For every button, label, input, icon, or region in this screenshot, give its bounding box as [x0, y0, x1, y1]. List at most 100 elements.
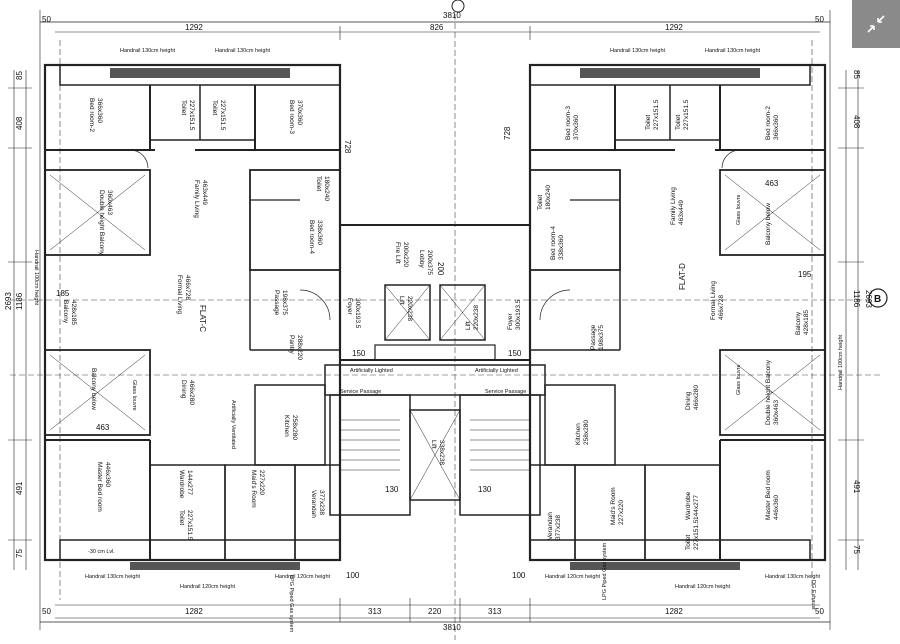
- service-passage-left: Service Passage: [340, 389, 381, 395]
- left-dim-75: 75: [15, 549, 24, 558]
- room-toilet2-right: Toilet: [645, 115, 652, 130]
- center-gap-dim: 826: [430, 23, 444, 32]
- flat-c-label: FLAT-C: [198, 305, 207, 332]
- dim-728-right: 728: [503, 126, 512, 140]
- handrail-bottom-right-3: Handrail 130cm height: [765, 574, 821, 580]
- room-fire-lift-size: 200x220: [402, 242, 409, 267]
- upper-left-wing-dim: 1292: [185, 23, 203, 32]
- right-dim-1186: 1186: [852, 290, 861, 308]
- room-double-height-size-left: 360x463: [106, 190, 113, 215]
- left-top-end-dim: 50: [42, 15, 51, 24]
- room-dining-right: Dining: [685, 391, 692, 410]
- glass-louvre-right-bottom: Glass louvre: [736, 364, 742, 395]
- overall-width-top: 3810: [443, 11, 461, 20]
- left-dim-1186: 1186: [15, 292, 24, 310]
- room-master-size-right: 446x360: [773, 495, 780, 520]
- dim-150-right: 150: [508, 349, 522, 358]
- room-foyer-size-left: 300x193.5: [354, 298, 361, 329]
- right-end-dim: 50: [815, 607, 824, 616]
- room-passage-left: Passage: [273, 290, 280, 316]
- room-toilet-m-size-left: 227x151.5: [186, 510, 193, 541]
- room-toilet2-left: Toilet: [211, 100, 218, 115]
- room-toilet-m-right: Toilet: [685, 535, 692, 550]
- north-marker-icon: [451, 0, 465, 13]
- glass-louvre-right-top: Glass louvre: [736, 194, 742, 225]
- artificially-ventilated-label: Artificially Ventilated: [230, 400, 236, 449]
- left-dim-491: 491: [15, 481, 24, 495]
- room-verandah-size-left: 377x238: [318, 490, 325, 515]
- room-bed4-left: Bed room-4: [308, 220, 315, 254]
- handrail-top-left-1: Handrail 130cm height: [120, 48, 176, 54]
- room-bed4-right: Bed room-4: [550, 226, 557, 260]
- room-pantry-left: Pantry: [288, 335, 295, 355]
- handrail-bottom-right-1: Handrail 120cm height: [545, 574, 601, 580]
- room-stair-lift-size: 338x238: [438, 440, 445, 465]
- room-balcony-left: Balcony: [62, 300, 69, 324]
- service-passage-right: Service Passage: [485, 389, 526, 395]
- room-wardrobe-size-right: 144x277: [693, 495, 700, 520]
- room-foyer-right: Foyer: [507, 313, 514, 330]
- room-family-size-left: 463x449: [201, 180, 208, 205]
- right-dim-75: 75: [852, 545, 861, 554]
- left-dim-2693: 2693: [4, 292, 13, 310]
- room-toilet-right: Toilet: [675, 115, 682, 130]
- room-lift-a: Lift: [398, 296, 405, 305]
- handrail-bottom-left-2: Handrail 120cm height: [180, 584, 236, 590]
- room-maid-left: Maid's Room: [250, 470, 257, 508]
- room-double-height-left: Double height Balcony: [98, 190, 105, 256]
- grid-marker-icon: [868, 288, 888, 308]
- dg-exhaust-label: DG Exhaust: [810, 580, 816, 610]
- room-bed2-left: Bed room-2: [88, 98, 95, 132]
- handrail-top-right-1: Handrail 130cm height: [610, 48, 666, 54]
- room-bed4-size-left: 338x360: [316, 220, 323, 245]
- room-wardrobe-right: Wardrobe: [685, 491, 692, 520]
- room-balcony-size-right: 428x185: [803, 310, 810, 335]
- room-toilet2-size-left: 227x151.5: [219, 100, 226, 131]
- room-maid-right: Maid's Room: [610, 487, 617, 525]
- room-passage-size-right: 198x375: [598, 325, 605, 350]
- artificially-lighted-right: Artificially Lighted: [475, 368, 518, 374]
- right-top-end-dim: 50: [815, 15, 824, 24]
- room-toilet-size-left: 227x151.5: [188, 100, 195, 131]
- left-dim-85: 85: [15, 71, 24, 80]
- right-dim-491: 491: [852, 480, 861, 494]
- lower-mid-center-dim: 220: [428, 607, 442, 616]
- room-double-height-right: Double height Balcony: [765, 359, 772, 425]
- room-double-height-size-right: 360x463: [773, 400, 780, 425]
- room-wardrobe-size-left: 144x277: [186, 470, 193, 495]
- overall-width-bottom: 3810: [443, 623, 461, 632]
- left-end-dim: 50: [42, 607, 51, 616]
- room-family-size-right: 463x449: [678, 200, 685, 225]
- room-formal-left: Formal Living: [176, 275, 183, 314]
- room-toilet-left: Toilet: [180, 100, 187, 115]
- collapse-arrows-icon: [867, 15, 885, 33]
- room-balcony-below-right: Balcony below: [765, 203, 772, 245]
- dim-100-right: 100: [512, 571, 526, 580]
- room-bed2-size-left: 366x360: [96, 98, 103, 123]
- room-balcony-right: Balcony: [795, 311, 802, 335]
- room-master-right: Master Bed room: [765, 470, 772, 520]
- handrail-bottom-left-1: Handrail 130cm height: [85, 574, 141, 580]
- room-verandah-left: Verandah: [310, 490, 317, 518]
- sill-level-label: -30 cm Lvl.: [88, 549, 115, 555]
- dim-130-left: 130: [385, 485, 399, 494]
- fullscreen-toggle-button[interactable]: [852, 0, 900, 48]
- room-family-right: Family Living: [670, 187, 677, 225]
- handrail-right-side: Handrail 100cm height: [838, 334, 844, 390]
- room-verandah-right: Verandah: [547, 512, 554, 540]
- room-toilet-b-size-right: 180x240: [545, 185, 552, 210]
- room-lobby: Lobby: [418, 250, 425, 268]
- room-lift-b: Lift: [465, 321, 472, 330]
- room-dining-size-right: 466x280: [693, 385, 700, 410]
- handrail-bottom-right-2: Handrail 120cm height: [675, 584, 731, 590]
- room-dining-size-left: 466x280: [188, 380, 195, 405]
- room-bed3-size-left: 370x360: [296, 100, 303, 125]
- room-toilet2-size-right: 227x151.5: [653, 99, 660, 130]
- lpg-right: LPG Piped Gas system: [602, 542, 608, 600]
- lower-right-wing-dim: 1282: [665, 607, 683, 616]
- room-balcony-size-left: 428x185: [70, 300, 77, 325]
- handrail-top-right-2: Handrail 130cm height: [705, 48, 761, 54]
- room-passage-size-left: 198x375: [281, 290, 288, 315]
- upper-right-wing-dim: 1292: [665, 23, 683, 32]
- left-dim-408: 408: [15, 116, 24, 130]
